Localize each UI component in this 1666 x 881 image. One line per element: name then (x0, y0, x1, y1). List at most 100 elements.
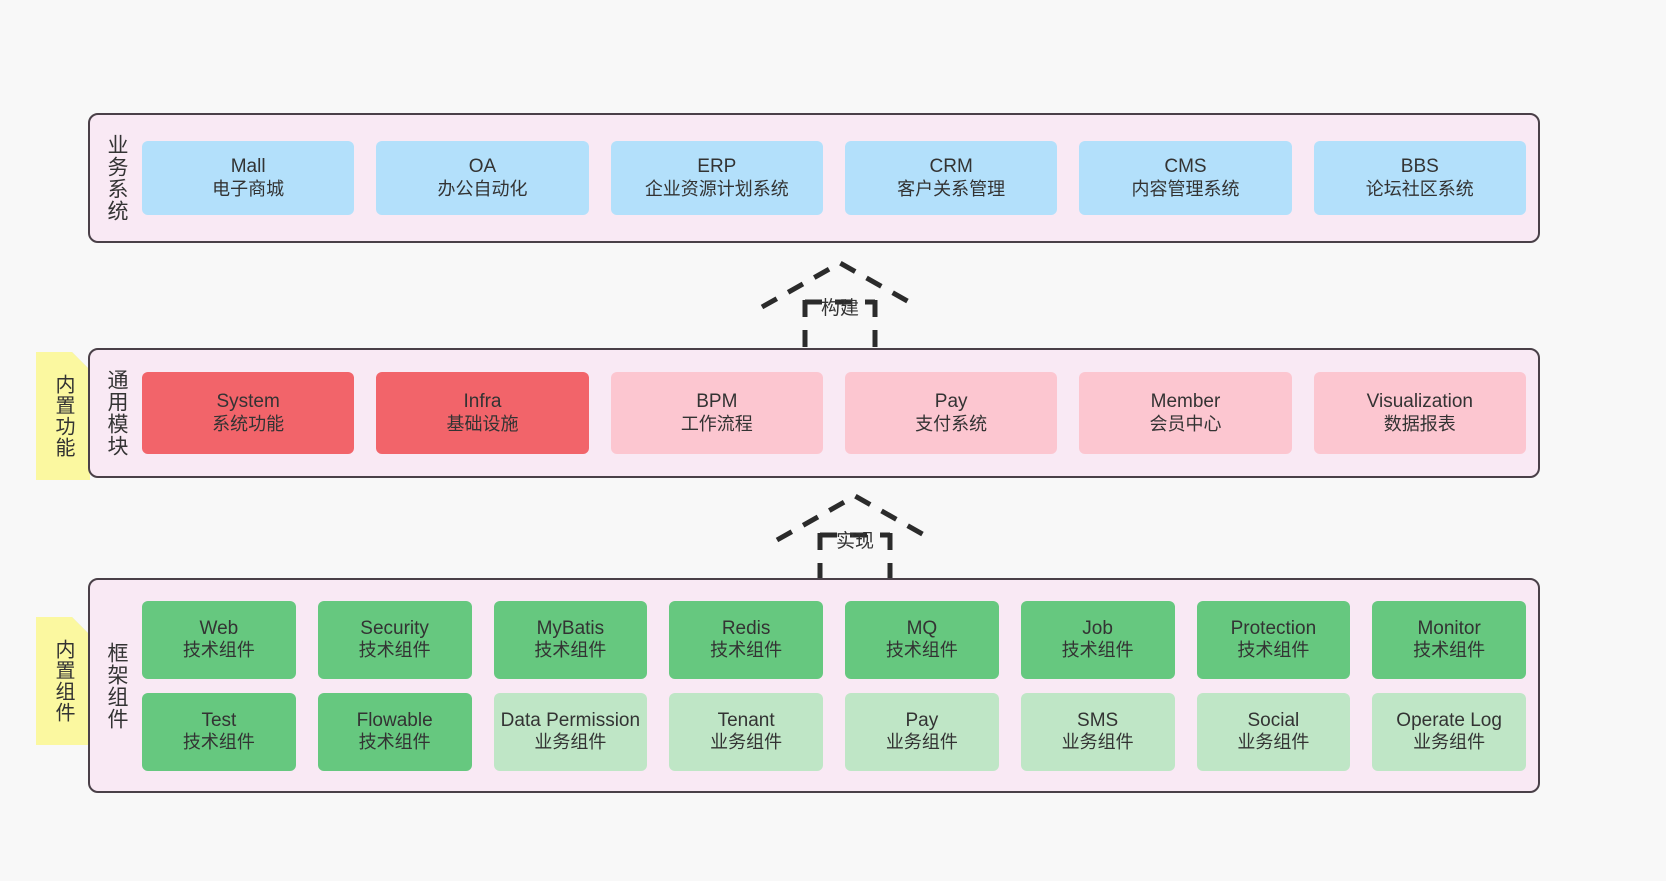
card-row: Mall 电子商城 OA 办公自动化 ERP 企业资源计划系统 CRM 客户关系… (142, 141, 1526, 215)
module-card-member[interactable]: Member 会员中心 (1079, 372, 1292, 454)
module-subtitle: 支付系统 (915, 413, 988, 434)
module-name: Infra (463, 391, 502, 413)
module-subtitle: 技术组件 (1061, 640, 1134, 661)
card-row: System 系统功能 Infra 基础设施 BPM 工作流程 Pay 支付系统… (142, 372, 1526, 454)
module-subtitle: 业务组件 (710, 732, 783, 753)
module-name: Tenant (717, 709, 775, 731)
module-subtitle: 企业资源计划系统 (644, 178, 789, 199)
module-card-oa[interactable]: OA 办公自动化 (376, 141, 589, 215)
layer-body-framework-component: Web 技术组件 Security 技术组件 MyBatis 技术组件 Redi… (142, 580, 1538, 791)
module-card-visualization[interactable]: Visualization 数据报表 (1313, 372, 1526, 454)
module-name: Test (201, 709, 237, 731)
module-name: Pay (905, 709, 939, 731)
module-card-operate-log[interactable]: Operate Log 业务组件 (1372, 692, 1526, 771)
module-subtitle: 技术组件 (1413, 640, 1486, 661)
module-name: BBS (1400, 156, 1439, 178)
module-card-bbs[interactable]: BBS 论坛社区系统 (1313, 141, 1526, 215)
module-card-crm[interactable]: CRM 客户关系管理 (844, 141, 1058, 215)
module-subtitle: 技术组件 (358, 732, 431, 753)
layer-body-business-system: Mall 电子商城 OA 办公自动化 ERP 企业资源计划系统 CRM 客户关系… (142, 115, 1538, 241)
module-subtitle: 办公自动化 (437, 178, 528, 199)
module-name: Flowable (356, 709, 433, 731)
layer-body-common-module: System 系统功能 Infra 基础设施 BPM 工作流程 Pay 支付系统… (142, 350, 1538, 476)
note-builtin-functions: 内置功能 (36, 352, 90, 480)
module-name: OA (468, 156, 497, 178)
module-card-security[interactable]: Security 技术组件 (317, 600, 472, 679)
module-name: Data Permission (500, 709, 641, 731)
module-card-bpm[interactable]: BPM 工作流程 (610, 372, 823, 454)
module-card-protection[interactable]: Protection 技术组件 (1196, 600, 1351, 679)
module-card-social[interactable]: Social 业务组件 (1196, 692, 1351, 771)
module-name: SMS (1077, 709, 1119, 731)
module-subtitle: 数据报表 (1383, 413, 1456, 434)
module-subtitle: 基础设施 (446, 413, 519, 434)
module-name: Security (360, 617, 429, 639)
module-card-mall[interactable]: Mall 电子商城 (142, 141, 355, 215)
connector-build: 构建 (750, 255, 930, 355)
module-name: Monitor (1417, 617, 1481, 639)
module-card-cms[interactable]: CMS 内容管理系统 (1079, 141, 1292, 215)
module-subtitle: 技术组件 (534, 640, 607, 661)
module-subtitle: 业务组件 (885, 732, 958, 753)
connector-label: 构建 (820, 298, 859, 319)
layer-title-framework-component: 框架组件 (105, 641, 129, 730)
connector-label: 实现 (835, 531, 874, 552)
layer-framework-component: 框架组件 Web 技术组件 Security 技术组件 MyBatis 技术组件… (88, 578, 1540, 793)
module-card-tenant[interactable]: Tenant 业务组件 (669, 692, 823, 771)
module-subtitle: 技术组件 (182, 640, 255, 661)
module-card-pay[interactable]: Pay 支付系统 (844, 372, 1058, 454)
module-card-pay-business[interactable]: Pay 业务组件 (845, 692, 999, 771)
card-row: Web 技术组件 Security 技术组件 MyBatis 技术组件 Redi… (142, 600, 1526, 679)
connector-realize: 实现 (765, 488, 945, 588)
module-card-mybatis[interactable]: MyBatis 技术组件 (493, 600, 648, 679)
module-name: MQ (906, 617, 938, 639)
module-card-mq[interactable]: MQ 技术组件 (845, 600, 999, 679)
module-name: Social (1247, 709, 1300, 731)
module-subtitle: 内容管理系统 (1131, 178, 1240, 199)
module-card-data-permission[interactable]: Data Permission 业务组件 (493, 692, 648, 771)
card-row: Test 技术组件 Flowable 技术组件 Data Permission … (142, 692, 1526, 771)
module-card-test[interactable]: Test 技术组件 (142, 692, 296, 771)
module-name: Pay (934, 391, 968, 413)
module-card-job[interactable]: Job 技术组件 (1020, 600, 1175, 679)
module-name: CRM (929, 156, 973, 178)
module-subtitle: 业务组件 (1413, 732, 1486, 753)
layer-business-system: 业务系统 Mall 电子商城 OA 办公自动化 ERP 企业资源计划系统 CRM… (88, 113, 1540, 243)
module-name: Mall (230, 156, 266, 178)
layer-title-common-module: 通用模块 (105, 369, 129, 457)
module-name: Web (199, 617, 239, 639)
module-subtitle: 技术组件 (358, 640, 431, 661)
module-name: Member (1150, 391, 1221, 413)
module-name: Visualization (1366, 391, 1473, 413)
module-subtitle: 论坛社区系统 (1365, 178, 1474, 199)
module-name: ERP (697, 156, 737, 178)
module-card-flowable[interactable]: Flowable 技术组件 (317, 692, 472, 771)
module-subtitle: 工作流程 (680, 413, 753, 434)
module-card-redis[interactable]: Redis 技术组件 (669, 600, 823, 679)
module-name: Job (1082, 617, 1113, 639)
module-subtitle: 系统功能 (212, 413, 285, 434)
module-subtitle: 业务组件 (1237, 732, 1310, 753)
module-subtitle: 技术组件 (885, 640, 958, 661)
module-subtitle: 技术组件 (182, 732, 255, 753)
layer-common-module: 通用模块 System 系统功能 Infra 基础设施 BPM 工作流程 Pay… (88, 348, 1540, 478)
module-subtitle: 电子商城 (212, 178, 285, 199)
module-name: CMS (1164, 156, 1207, 178)
module-card-monitor[interactable]: Monitor 技术组件 (1372, 600, 1526, 679)
module-name: Operate Log (1396, 709, 1502, 731)
module-name: MyBatis (536, 617, 605, 639)
module-card-erp[interactable]: ERP 企业资源计划系统 (610, 141, 823, 215)
module-subtitle: 技术组件 (710, 640, 783, 661)
module-subtitle: 技术组件 (1237, 640, 1310, 661)
module-card-sms[interactable]: SMS 业务组件 (1020, 692, 1175, 771)
module-card-system[interactable]: System 系统功能 (142, 372, 355, 454)
module-card-web[interactable]: Web 技术组件 (142, 600, 296, 679)
note-builtin-components: 内置组件 (36, 617, 90, 745)
module-subtitle: 会员中心 (1149, 413, 1222, 434)
generalization-arrow-icon (760, 260, 920, 355)
module-card-infra[interactable]: Infra 基础设施 (376, 372, 589, 454)
module-name: BPM (696, 391, 738, 413)
module-subtitle: 客户关系管理 (897, 178, 1006, 199)
module-subtitle: 业务组件 (1061, 732, 1134, 753)
